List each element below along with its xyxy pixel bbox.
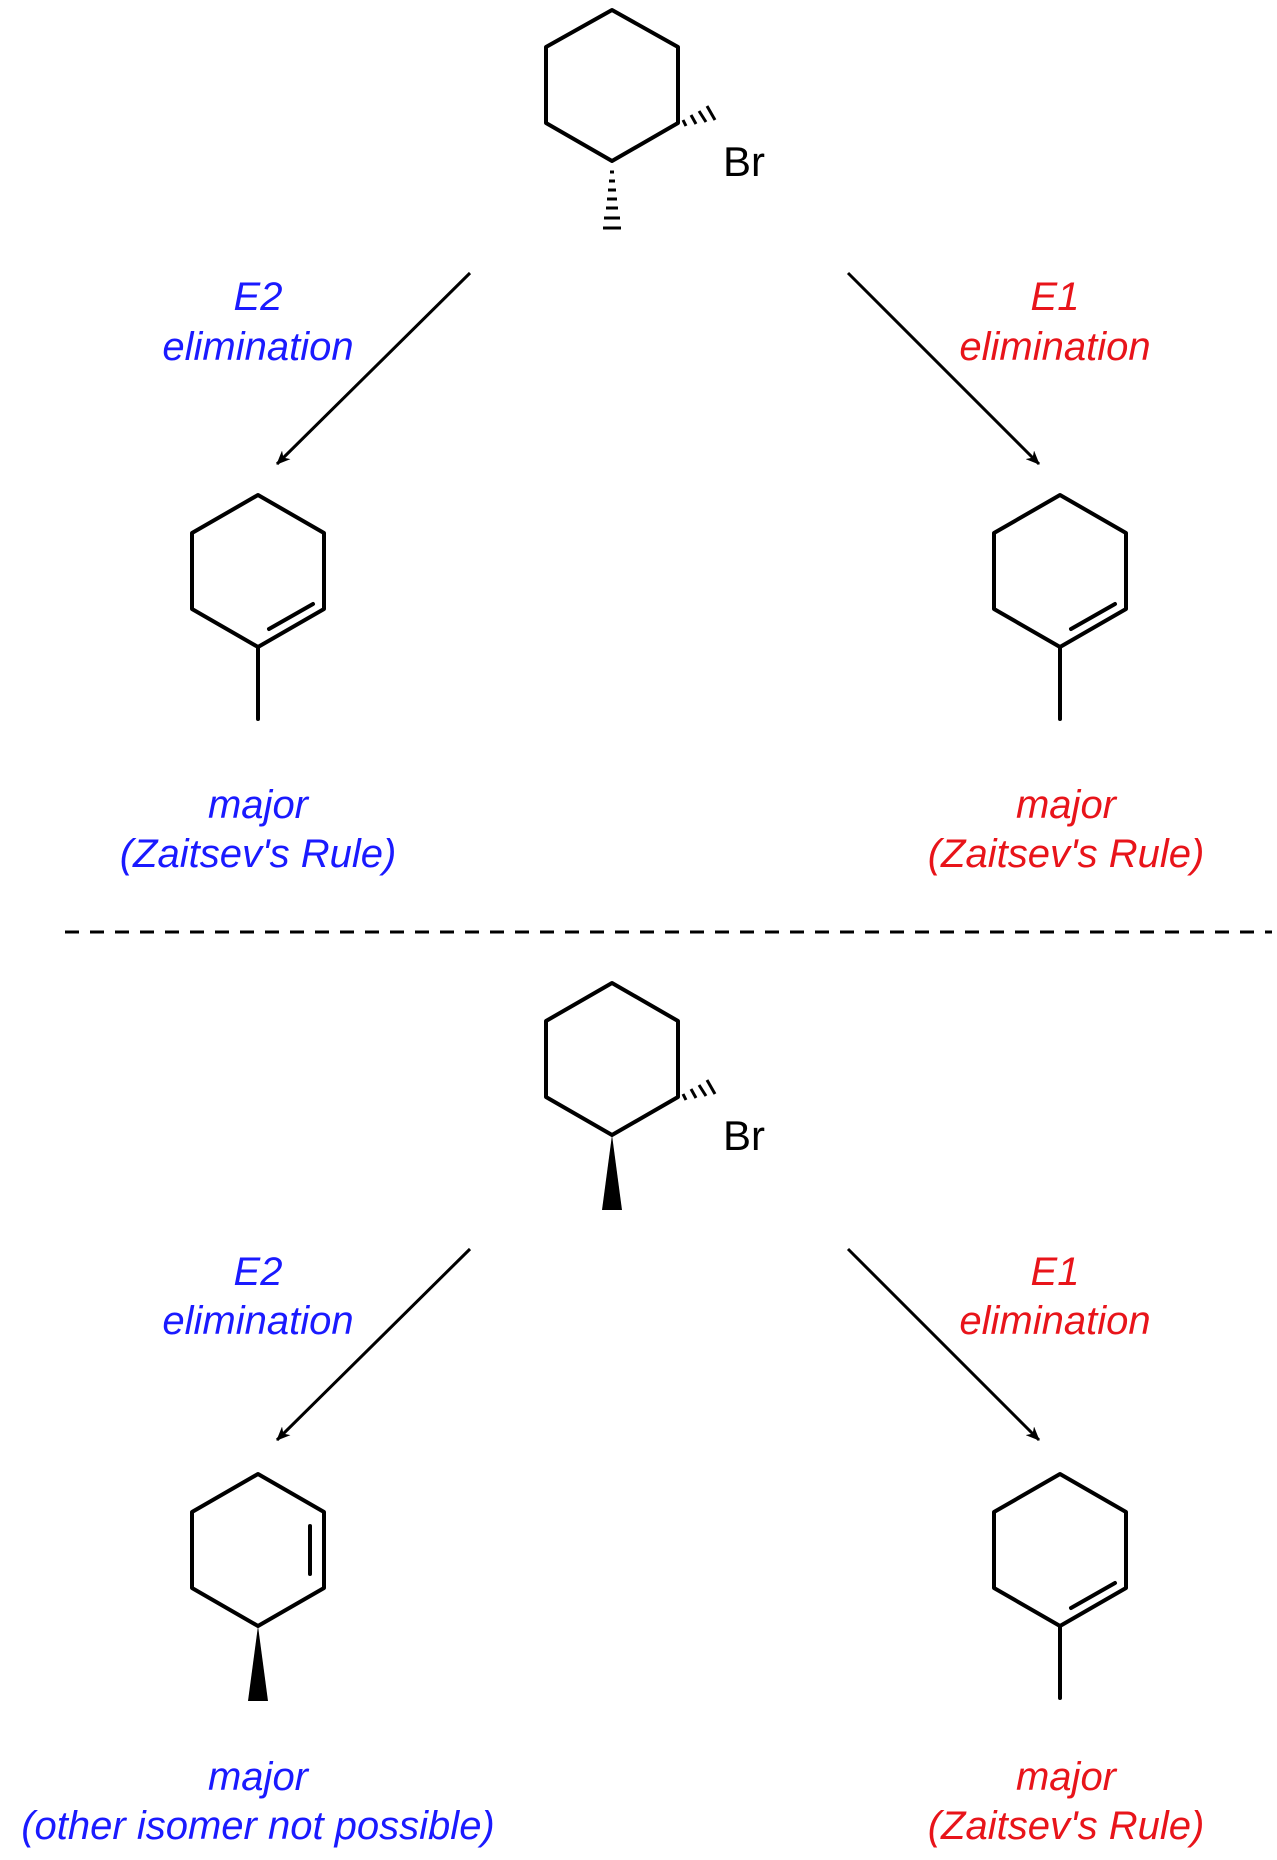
bottom-e2-product-caption-2: (other isomer not possible)	[21, 1804, 495, 1848]
top-e1-product-caption-1: major	[1016, 783, 1118, 827]
top-reactant-molecule: Br	[544, 8, 765, 230]
top-e2-product-double-bond	[267, 602, 315, 631]
top-e2-product-ring	[190, 493, 326, 649]
top-e1-title: E1	[1031, 275, 1080, 319]
bottom-e2-product-caption-1: major	[208, 1755, 310, 1799]
top-e2-product-caption-1: major	[208, 783, 310, 827]
bottom-reactant-ring	[544, 981, 680, 1137]
top-e1-product-ring	[992, 493, 1128, 649]
bottom-e2-product-molecule	[190, 1472, 326, 1701]
top-e1-product-double-bond	[1069, 602, 1117, 631]
bottom-e1-product-caption-2: (Zaitsev's Rule)	[928, 1804, 1205, 1848]
bottom-e1-product-ring	[992, 1472, 1128, 1628]
bottom-reactant-molecule: Br	[544, 981, 765, 1210]
top-e2-subtitle: elimination	[162, 325, 353, 369]
top-e2-title: E2	[234, 275, 283, 319]
bottom-e2-subtitle: elimination	[162, 1299, 353, 1343]
top-e1-product-molecule	[992, 493, 1128, 721]
bottom-e1-arrow	[846, 1247, 1041, 1442]
bottom-e1-product-molecule	[992, 1472, 1128, 1700]
bottom-e1-product-caption-1: major	[1016, 1755, 1118, 1799]
bottom-reactant-wedge-bond-methyl	[602, 1135, 622, 1210]
bottom-e1-title: E1	[1031, 1250, 1080, 1294]
top-e1-product-caption-2: (Zaitsev's Rule)	[928, 832, 1205, 876]
top-reactant-ring	[544, 8, 680, 163]
bottom-reactant-hashed-bond-br	[681, 1079, 717, 1101]
top-e2-product-molecule	[190, 493, 326, 721]
top-e2-product-caption-2: (Zaitsev's Rule)	[120, 832, 397, 876]
top-reactant-bromine-label: Br	[723, 138, 765, 185]
top-e2-arrow	[275, 271, 472, 466]
bottom-e2-title: E2	[234, 1250, 283, 1294]
bottom-e1-product-double-bond	[1069, 1581, 1117, 1610]
top-reactant-hashed-bond-methyl	[603, 170, 621, 230]
bottom-e2-product-ring	[190, 1472, 326, 1628]
bottom-e1-subtitle: elimination	[959, 1299, 1150, 1343]
top-e1-arrow	[846, 271, 1041, 466]
bottom-e2-product-wedge-bond-methyl	[248, 1626, 268, 1701]
top-reactant-hashed-bond-br	[681, 105, 717, 127]
bottom-reactant-bromine-label: Br	[723, 1112, 765, 1159]
top-e1-subtitle: elimination	[959, 325, 1150, 369]
bottom-e2-arrow	[275, 1247, 472, 1442]
